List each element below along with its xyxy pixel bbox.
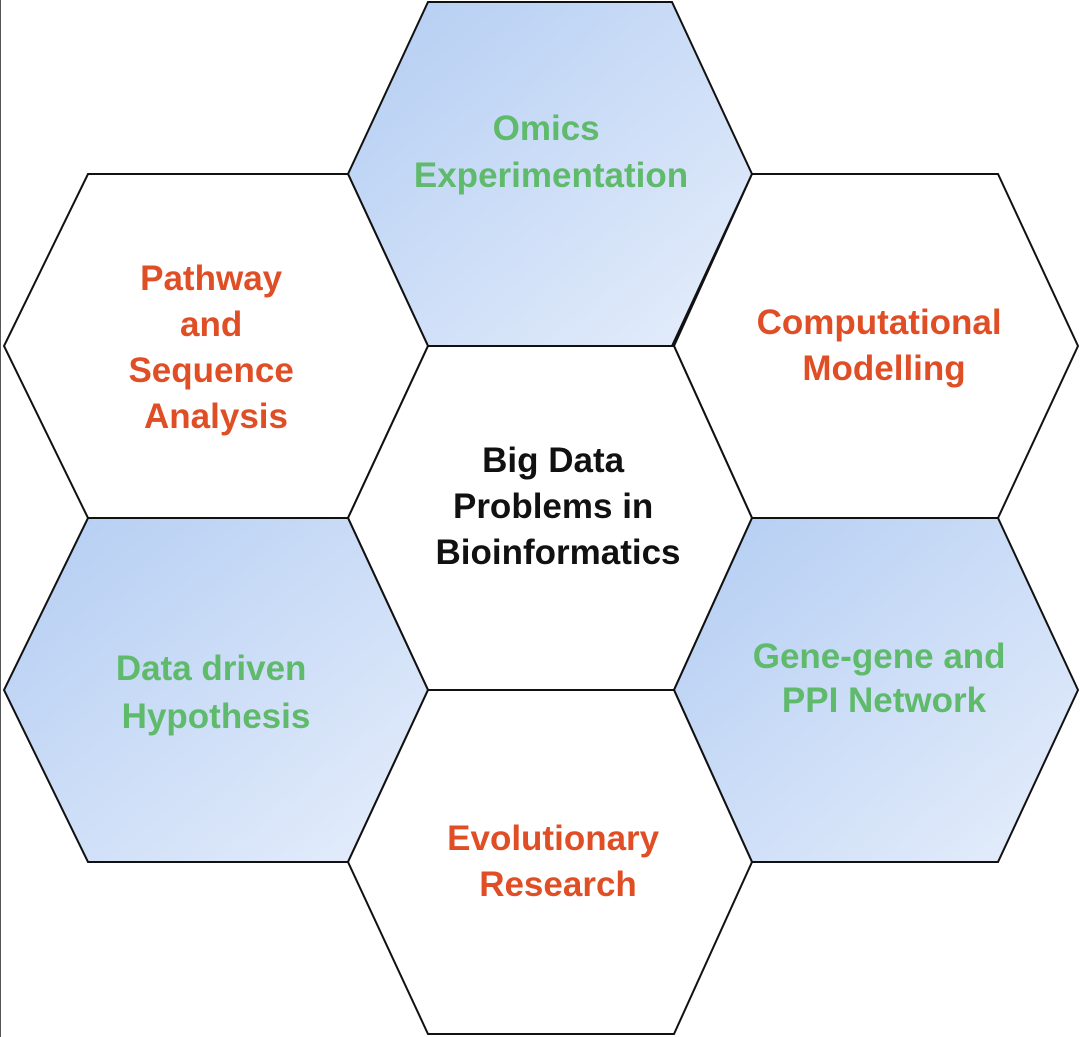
hex-label: Gene-gene and PPI Network: [753, 637, 1016, 720]
label-line: Big Data: [482, 441, 625, 480]
label-line: Evolutionary: [447, 819, 660, 858]
hex-pathway-sequence-analysis: Pathway and Sequence Analysis: [2, 173, 430, 519]
label-line: Modelling: [802, 349, 965, 388]
label-line: Problems in: [453, 487, 653, 526]
hex-label: Computational Modelling: [757, 303, 1012, 388]
hex-label: Pathway and Sequence Analysis: [128, 259, 303, 436]
label-line: Bioinformatics: [435, 533, 680, 572]
label-line: Computational: [757, 303, 1002, 342]
hex-computational-modelling: Computational Modelling: [672, 173, 1080, 519]
hex-label: Evolutionary Research: [447, 819, 669, 904]
hex-omics-experimentation: Omics Experimentation: [346, 1, 754, 347]
hex-gene-gene-ppi-network: Gene-gene and PPI Network: [672, 517, 1080, 863]
label-line: Sequence: [128, 351, 293, 390]
label-line: Omics: [493, 109, 600, 148]
hex-label: Big Data Problems in Bioinformatics: [435, 441, 680, 572]
label-line: Pathway: [140, 259, 283, 298]
hex-shape: [672, 173, 1080, 519]
label-line: and: [180, 305, 242, 344]
hex-data-driven-hypothesis: Data driven Hypothesis: [2, 517, 430, 863]
hex-evolutionary-research: Evolutionary Research: [346, 689, 754, 1035]
label-line: PPI Network: [782, 681, 987, 720]
label-line: Analysis: [144, 397, 288, 436]
hex-shape: [346, 689, 754, 1035]
hex-center-big-data: Big Data Problems in Bioinformatics: [346, 345, 754, 691]
label-line: Experimentation: [414, 156, 688, 195]
hex-label: Omics Experimentation: [414, 109, 688, 195]
hex-shape: [2, 517, 430, 863]
label-line: Research: [479, 865, 637, 904]
hex-shape: [2, 173, 430, 519]
hex-label: Data driven Hypothesis: [116, 649, 316, 736]
label-line: Gene-gene and: [753, 637, 1006, 676]
label-line: Hypothesis: [122, 697, 311, 736]
label-line: Data driven: [116, 649, 307, 688]
